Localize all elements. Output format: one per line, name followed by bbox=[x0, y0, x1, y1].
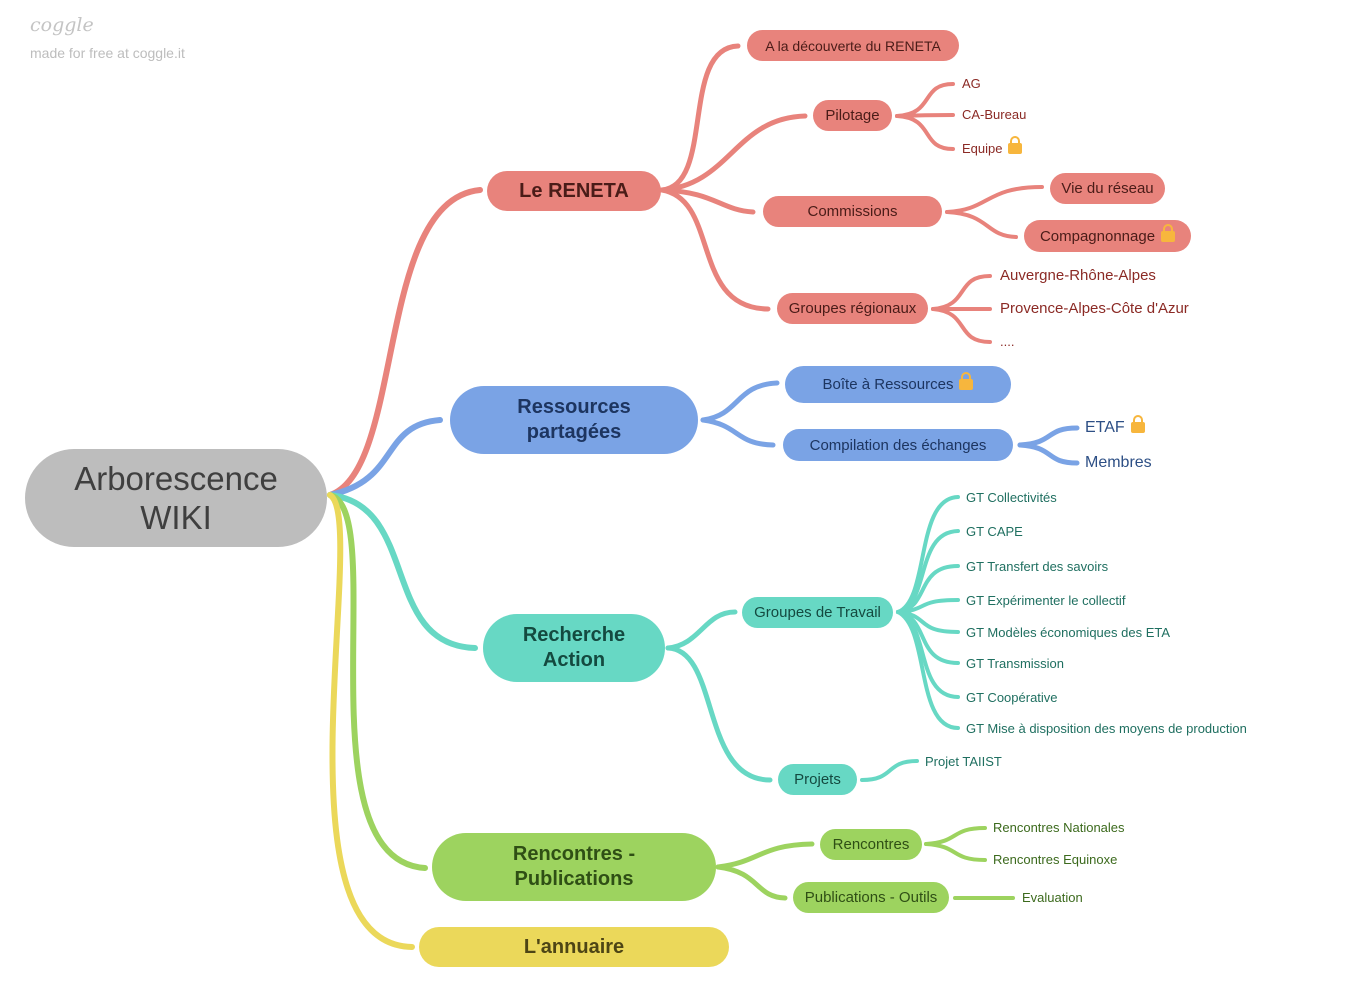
branch-recherche-action[interactable]: Recherche Action bbox=[483, 614, 665, 682]
branch-rencontres-publications[interactable]: Rencontres - Publications bbox=[432, 833, 716, 901]
branch-ressources-partagees-label: Ressources partagées bbox=[517, 396, 631, 443]
node-pilotage[interactable]: Pilotage bbox=[813, 100, 892, 131]
leaf-gt-modeles-economiques[interactable]: GT Modèles économiques des ETA bbox=[966, 625, 1171, 640]
leaf-equipe-label: Equipe bbox=[962, 141, 1003, 156]
leaf-etaf-label: ETAF bbox=[1085, 419, 1125, 436]
node-vie-du-reseau[interactable]: Vie du réseau bbox=[1050, 173, 1165, 204]
leaf-rencontres-equinoxe[interactable]: Rencontres Equinoxe bbox=[993, 852, 1118, 867]
leaf-provence-alpes-cote-dazur[interactable]: Provence-Alpes-Côte d'Azur bbox=[1000, 300, 1189, 317]
coggle-logo: coggle bbox=[30, 14, 94, 36]
leaf-gt-cooperative[interactable]: GT Coopérative bbox=[966, 690, 1058, 705]
node-projets[interactable]: Projets bbox=[778, 764, 857, 795]
node-commissions-label: Commissions bbox=[807, 203, 898, 220]
branch-rencontres-publications-label: Rencontres - Publications bbox=[512, 843, 636, 890]
branch-annuaire[interactable]: L'annuaire bbox=[419, 927, 729, 967]
leaf-projet-taiist[interactable]: Projet TAIIST bbox=[925, 754, 1002, 769]
branch-le-reneta-label: Le RENETA bbox=[519, 179, 629, 202]
node-rencontres[interactable]: Rencontres bbox=[820, 829, 922, 860]
leaf-gt-cape[interactable]: GT CAPE bbox=[966, 524, 1023, 539]
leaf-ellipsis[interactable]: .... bbox=[1000, 334, 1015, 349]
node-compagnonnage[interactable]: Compagnonnage bbox=[1024, 220, 1191, 252]
node-publications-outils[interactable]: Publications - Outils bbox=[793, 882, 949, 913]
lock-icon bbox=[1130, 415, 1145, 433]
leaf-etaf[interactable]: ETAF bbox=[1085, 415, 1145, 437]
root-node[interactable]: Arborescence WIKI bbox=[25, 449, 327, 547]
leaf-auvergne-rhone-alpes[interactable]: Auvergne-Rhône-Alpes bbox=[1000, 267, 1156, 284]
node-publications-outils-label: Publications - Outils bbox=[804, 889, 938, 906]
leaf-equipe[interactable]: Equipe bbox=[962, 136, 1023, 156]
node-pilotage-label: Pilotage bbox=[825, 107, 880, 124]
node-vie-du-reseau-label: Vie du réseau bbox=[1061, 180, 1154, 197]
node-rencontres-label: Rencontres bbox=[832, 836, 910, 853]
leaf-gt-transmission[interactable]: GT Transmission bbox=[966, 656, 1065, 671]
node-compilation-des-echanges[interactable]: Compilation des échanges bbox=[783, 429, 1013, 461]
node-decouverte-reneta-label: A la découverte du RENETA bbox=[765, 37, 941, 54]
lock-icon bbox=[1008, 136, 1023, 154]
branch-annuaire-label: L'annuaire bbox=[523, 935, 625, 958]
node-groupes-regionaux-label: Groupes régionaux bbox=[788, 300, 917, 317]
node-boite-a-ressources-label: Boîte à Ressources bbox=[822, 376, 954, 393]
leaf-ag[interactable]: AG bbox=[962, 76, 981, 91]
leaf-gt-mise-a-disposition[interactable]: GT Mise à disposition des moyens de prod… bbox=[966, 721, 1247, 736]
node-decouverte-reneta[interactable]: A la découverte du RENETA bbox=[747, 30, 959, 61]
leaf-gt-collectivites[interactable]: GT Collectivités bbox=[966, 490, 1057, 505]
lock-icon bbox=[959, 372, 974, 390]
branch-recherche-action-label: Recherche Action bbox=[522, 624, 626, 671]
root-label: Arborescence WIKI bbox=[74, 460, 278, 536]
leaf-gt-transfert-des-savoirs[interactable]: GT Transfert des savoirs bbox=[966, 559, 1109, 574]
node-groupes-de-travail-label: Groupes de Travail bbox=[754, 604, 881, 621]
node-boite-a-ressources[interactable]: Boîte à Ressources bbox=[785, 366, 1011, 403]
leaf-ca-bureau[interactable]: CA-Bureau bbox=[962, 107, 1027, 122]
node-commissions[interactable]: Commissions bbox=[763, 196, 942, 227]
node-compilation-des-echanges-label: Compilation des échanges bbox=[809, 436, 987, 454]
node-projets-label: Projets bbox=[794, 771, 841, 788]
node-groupes-regionaux[interactable]: Groupes régionaux bbox=[777, 293, 928, 324]
leaf-gt-experimenter-le-collectif[interactable]: GT Expérimenter le collectif bbox=[966, 593, 1126, 608]
node-compagnonnage-label: Compagnonnage bbox=[1039, 227, 1156, 245]
leaf-rencontres-nationales[interactable]: Rencontres Nationales bbox=[993, 820, 1125, 835]
lock-icon bbox=[1161, 223, 1176, 242]
coggle-tagline: made for free at coggle.it bbox=[30, 45, 185, 61]
branch-le-reneta[interactable]: Le RENETA bbox=[487, 171, 661, 211]
node-groupes-de-travail[interactable]: Groupes de Travail bbox=[742, 597, 893, 628]
leaf-evaluation[interactable]: Evaluation bbox=[1022, 890, 1083, 905]
branch-ressources-partagees[interactable]: Ressources partagées bbox=[450, 386, 698, 454]
leaf-membres[interactable]: Membres bbox=[1085, 454, 1152, 471]
